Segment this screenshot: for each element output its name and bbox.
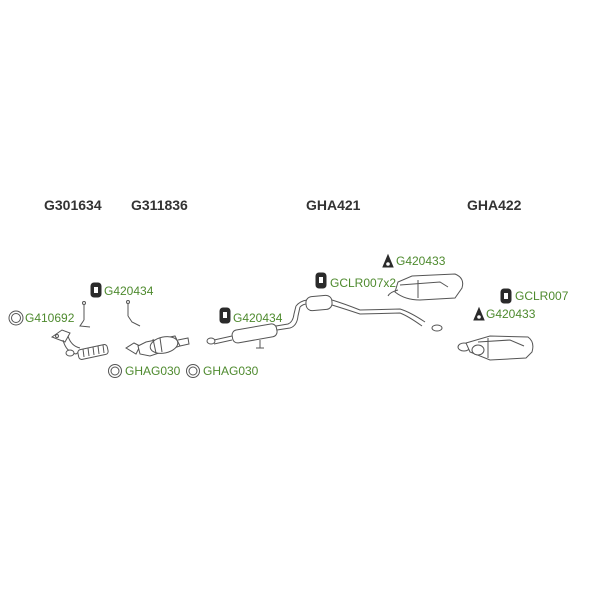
rubber-hanger-icon[interactable] [219, 307, 231, 324]
rubber-hanger-icon[interactable] [473, 306, 485, 321]
rubber-hanger-icon[interactable] [90, 282, 102, 298]
part-label-g420434[interactable]: G420434 [104, 284, 154, 298]
part-label-gclr007x2[interactable]: GCLR007x2 [330, 276, 397, 290]
gasket-ring-icon[interactable] [8, 310, 24, 326]
intermediate-pipe-drawing[interactable] [206, 294, 443, 349]
front-pipe-drawing[interactable] [50, 301, 109, 361]
part-header-gha421: GHA421 [306, 197, 361, 213]
part-label-g420434[interactable]: G420434 [233, 311, 283, 325]
part-label-g420433[interactable]: G420433 [396, 254, 446, 268]
catalytic-converter-drawing[interactable] [125, 300, 190, 357]
rubber-hanger-icon[interactable] [382, 253, 394, 268]
part-label-gclr007[interactable]: GCLR007 [515, 289, 569, 303]
gasket-ring-icon[interactable] [108, 364, 122, 378]
part-label-ghag030[interactable]: GHAG030 [125, 364, 181, 378]
rear-silencer-drawing[interactable] [387, 273, 464, 301]
part-header-g311836: G311836 [131, 197, 188, 213]
gasket-ring-icon[interactable] [186, 364, 200, 378]
rear-silencer-detail-drawing[interactable] [457, 335, 534, 361]
part-label-g420433[interactable]: G420433 [486, 307, 536, 321]
rubber-hanger-icon[interactable] [500, 288, 512, 304]
part-header-gha422: GHA422 [467, 197, 522, 213]
part-label-ghag030[interactable]: GHAG030 [203, 364, 259, 378]
part-header-g301634: G301634 [44, 197, 102, 213]
part-label-g410692[interactable]: G410692 [25, 311, 75, 325]
rubber-hanger-icon[interactable] [315, 272, 327, 289]
